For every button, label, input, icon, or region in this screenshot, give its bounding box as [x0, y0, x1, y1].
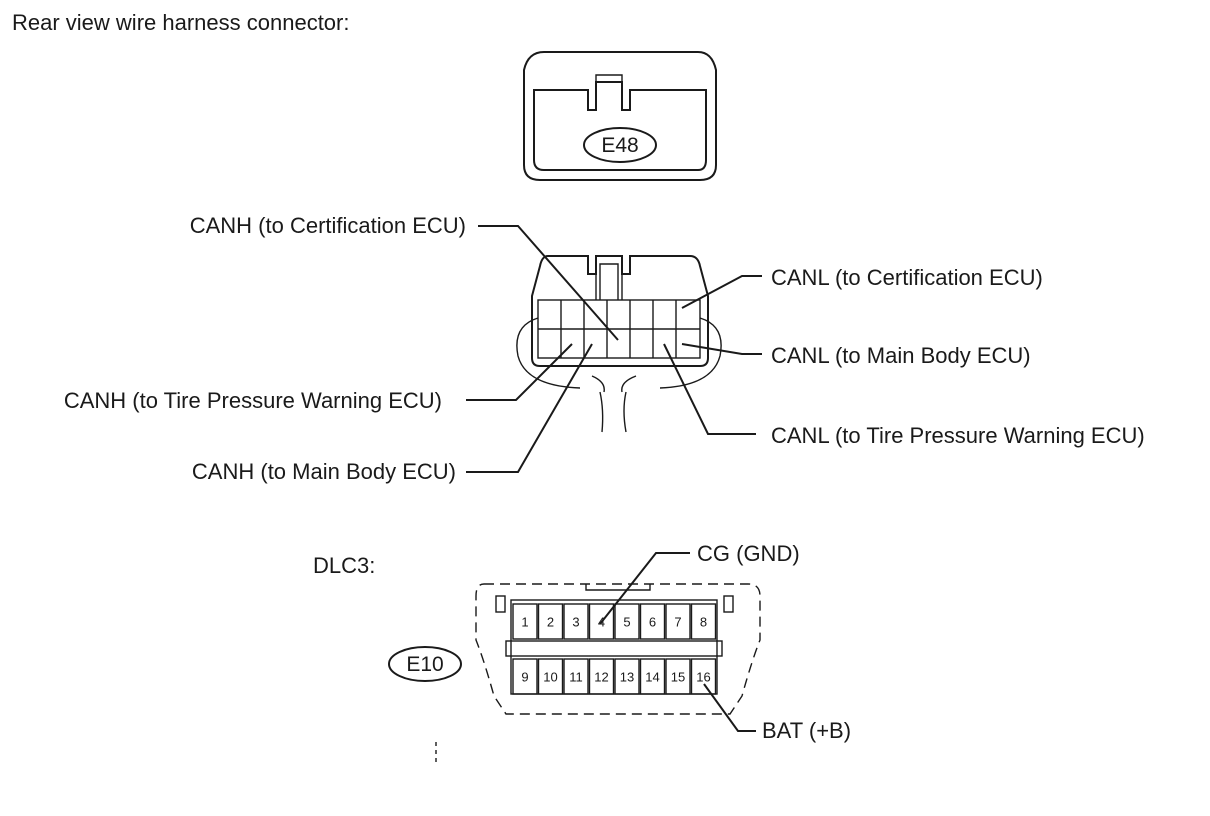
dlc3-pin-cell-7 [665, 603, 691, 640]
dlc3-pin-label-7: 7 [674, 615, 681, 630]
dlc3-pin-cell-11 [563, 658, 589, 695]
dlc3-leader-lines [599, 552, 756, 732]
dlc3-pin-label-1: 1 [521, 615, 528, 630]
dlc3-pin-cell-8 [690, 603, 717, 640]
e48-id-badge: E48 [583, 127, 657, 163]
dlc3-pin-label-8: 8 [700, 615, 707, 630]
dlc3-title: DLC3: [313, 553, 375, 578]
dlc3-pin-cell-5 [614, 603, 640, 640]
dlc3-pin-label-10: 10 [543, 670, 557, 685]
dlc3-pin-label-14: 14 [645, 670, 659, 685]
label-canl-certification-ecu: CANL (to Certification ECU) [771, 265, 1043, 290]
label-canh-certification-ecu: CANH (to Certification ECU) [190, 213, 466, 238]
dlc3-bottom-pin-row: 9 10 11 12 13 14 15 16 [512, 658, 717, 695]
dlc3-pin-label-9: 9 [521, 670, 528, 685]
dlc3-pin-label-3: 3 [572, 615, 579, 630]
dlc3-pin-cell-15 [665, 658, 691, 695]
dlc3-pin-cell-14 [639, 658, 666, 695]
dlc3-pin-cell-12 [588, 658, 615, 695]
e48-pin-connector [516, 255, 722, 433]
label-cg-gnd: CG (GND) [697, 541, 800, 566]
dlc3-shell [475, 583, 761, 715]
dlc3-pin-cell-10 [537, 658, 564, 695]
dlc3-pin-cell-9 [512, 658, 538, 695]
label-canh-tire-pressure-warning-ecu: CANH (to Tire Pressure Warning ECU) [64, 388, 442, 413]
dlc3-pin-label-13: 13 [620, 670, 634, 685]
label-canl-main-body-ecu: CANL (to Main Body ECU) [771, 343, 1031, 368]
dlc3-pin-cell-4 [588, 603, 615, 640]
e48-leader-lines [466, 225, 762, 473]
e48-shell-top [523, 51, 717, 181]
dlc3-pin-cell-13 [614, 658, 640, 695]
e48-id-label: E48 [601, 134, 638, 157]
dlc3-pin-label-16: 16 [696, 670, 710, 685]
dlc3-pin-cell-16 [690, 658, 717, 695]
dlc3-pin-label-15: 15 [671, 670, 685, 685]
label-bat-plus-b: BAT (+B) [762, 718, 851, 743]
dlc3-pin-cell-2 [537, 603, 564, 640]
dlc3-pin-cell-1 [512, 603, 538, 640]
e10-id-label: E10 [406, 653, 443, 676]
diagram-title: Rear view wire harness connector: [12, 10, 349, 35]
label-canh-main-body-ecu: CANH (to Main Body ECU) [192, 459, 456, 484]
dlc3-pin-label-11: 11 [569, 670, 583, 685]
dlc3-pin-label-5: 5 [623, 615, 630, 630]
label-canl-tire-pressure-warning-ecu: CANL (to Tire Pressure Warning ECU) [771, 423, 1145, 448]
dlc3-pin-label-6: 6 [649, 615, 656, 630]
e10-id-badge: E10 [388, 646, 462, 682]
dlc3-pin-label-12: 12 [594, 670, 608, 685]
dlc3-pin-cell-3 [563, 603, 589, 640]
dlc3-pin-cell-6 [639, 603, 666, 640]
dlc3-pin-label-2: 2 [547, 615, 554, 630]
